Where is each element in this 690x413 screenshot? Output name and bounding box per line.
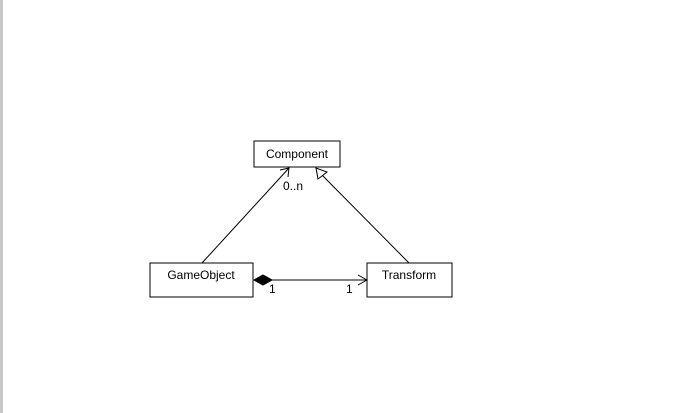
canvas-left-border — [0, 0, 3, 413]
open-arrowhead-icon — [279, 167, 290, 178]
multiplicity-gameobject-end: 1 — [269, 282, 276, 296]
association-line — [201, 167, 290, 264]
class-box-frame — [366, 262, 453, 298]
class-box-gameobject: GameObject — [149, 262, 254, 298]
generalization-line — [321, 174, 410, 264]
class-box-transform: Transform — [366, 262, 453, 298]
class-box-frame — [149, 262, 254, 298]
class-name-gameobject: GameObject — [167, 268, 235, 282]
class-box-frame — [253, 140, 341, 168]
hollow-triangle-arrowhead-icon — [315, 167, 329, 180]
class-name-transform: Transform — [382, 268, 436, 282]
class-box-component: Component — [253, 140, 341, 168]
class-name-component: Component — [266, 147, 329, 161]
multiplicity-component-end: 0..n — [283, 179, 303, 193]
multiplicity-transform-end: 1 — [346, 282, 353, 296]
association-gameobject-component — [201, 167, 290, 264]
generalization-transform-component — [315, 167, 410, 264]
